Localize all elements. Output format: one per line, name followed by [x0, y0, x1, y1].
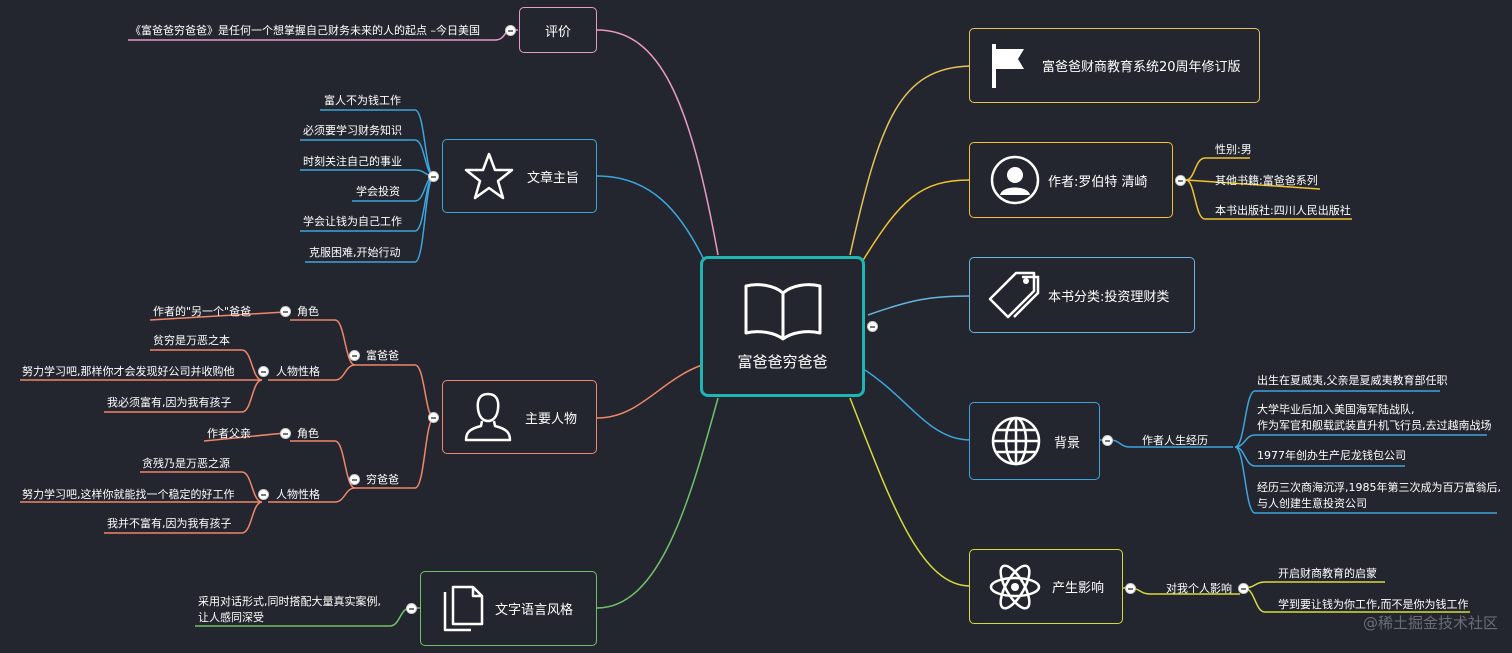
impact-item: 学到要让钱为你工作,而不是你为钱工作 [1278, 598, 1469, 611]
author-other-books: 其他书籍:富爸爸系列 [1215, 174, 1318, 187]
category-label: 本书分类:投资理财类 [1048, 289, 1170, 305]
background-item: 作为军官和舰载武装直升机飞行员,去过越南战场 [1257, 419, 1492, 432]
theme-item: 学会让钱为自己工作 [303, 215, 402, 228]
rich-trait-item: 贫穷是万恶之本 [153, 334, 230, 347]
impact-item: 开启财商教育的启蒙 [1278, 567, 1377, 580]
background-collapse-toggle[interactable] [1102, 435, 1113, 446]
rich-traits-collapse-toggle[interactable] [258, 366, 269, 377]
background-item: 与人创建生意投资公司 [1257, 497, 1367, 510]
theme-label: 文章主旨 [527, 170, 580, 186]
impact-node[interactable]: 产生影响 [969, 549, 1123, 624]
impact-label: 产生影响 [1052, 581, 1105, 596]
watermark: @稀土掘金技术社区 [1362, 614, 1498, 632]
rich-dad-collapse-toggle[interactable] [349, 350, 360, 361]
background-label: 背景 [1054, 435, 1081, 451]
theme-item: 学会投资 [356, 185, 400, 198]
characters-collapse-toggle[interactable] [428, 412, 439, 423]
author-collapse-toggle[interactable] [1175, 175, 1186, 186]
theme-item: 必须要学习财务知识 [303, 124, 402, 137]
review-quote: 《富爸爸穷爸爸》是任何一个想掌握自己财务未来的人的起点 –今日美国 [130, 24, 480, 37]
style-item: 让人感同深受 [198, 611, 264, 624]
copy-pages-icon [443, 585, 484, 631]
central-topic[interactable]: 富爸爸穷爸爸 [700, 256, 865, 397]
review-label: 评价 [544, 24, 571, 40]
style-collapse-toggle[interactable] [406, 603, 417, 614]
author-label: 作者:罗伯特 清崎 [1048, 174, 1148, 190]
background-node[interactable]: 背景 [969, 402, 1100, 480]
edition-node[interactable]: 富爸爸财商教育系统20周年修订版 [969, 28, 1260, 103]
style-label: 文字语言风格 [495, 603, 574, 618]
style-node[interactable]: 文字语言风格 [420, 571, 597, 646]
poor-trait-item: 努力学习吧,这样你就能找一个稳定的好工作 [22, 488, 235, 501]
star-icon [464, 152, 514, 200]
theme-node[interactable]: 文章主旨 [442, 139, 597, 213]
poor-dad-collapse-toggle[interactable] [349, 474, 360, 485]
atom-icon [989, 563, 1041, 610]
rich-traits-label: 人物性格 [276, 365, 320, 378]
category-node[interactable]: 本书分类:投资理财类 [969, 257, 1195, 333]
poor-role-label: 角色 [297, 427, 319, 440]
flag-icon [992, 43, 1024, 88]
background-item: 1977年创办生产尼龙钱包公司 [1257, 449, 1406, 462]
open-book-icon [744, 283, 821, 341]
poor-trait-item: 贪残乃是万恶之源 [142, 457, 230, 470]
characters-node[interactable]: 主要人物 [442, 380, 597, 454]
theme-collapse-toggle[interactable] [428, 171, 439, 182]
center-collapse-toggle[interactable] [867, 321, 878, 332]
globe-icon [991, 416, 1041, 466]
review-collapse-toggle[interactable] [505, 25, 516, 36]
theme-item: 时刻关注自己的事业 [303, 155, 402, 168]
author-node[interactable]: 作者:罗伯特 清崎 [969, 142, 1173, 218]
life-experience-label: 作者人生经历 [1142, 434, 1208, 447]
theme-item: 克服困难,开始行动 [309, 246, 401, 259]
characters-label: 主要人物 [525, 411, 578, 427]
personal-impact-collapse-toggle[interactable] [1238, 583, 1249, 594]
background-item: 经历三次商海沉浮,1985年第三次成为百万富翁后, [1257, 481, 1501, 494]
rich-dad-label: 富爸爸 [366, 349, 399, 362]
author-publisher: 本书出版社:四川人民出版社 [1215, 204, 1351, 217]
background-item: 大学毕业后加入美国海军陆战队, [1257, 403, 1415, 416]
poor-dad-label: 穷爸爸 [366, 473, 399, 486]
theme-item: 富人不为钱工作 [324, 94, 401, 107]
style-item: 采用对话形式,同时搭配大量真实案例, [198, 595, 381, 608]
rich-role-label: 角色 [297, 305, 319, 318]
central-topic-title: 富爸爸穷爸爸 [737, 353, 828, 371]
personal-impact-label: 对我个人影响 [1166, 582, 1232, 595]
user-avatar-icon [990, 155, 1040, 205]
rich-trait-item: 我必须富有,因为我有孩子 [107, 396, 232, 409]
rich-role-value: 作者的"另一个"爸爸 [153, 305, 252, 318]
poor-trait-item: 我并不富有,因为我有孩子 [107, 517, 232, 530]
review-node[interactable]: 评价 [519, 7, 597, 53]
poor-traits-collapse-toggle[interactable] [258, 489, 269, 500]
poor-role-collapse-toggle[interactable] [280, 428, 291, 439]
poor-traits-label: 人物性格 [276, 488, 320, 501]
background-item: 出生在夏威夷,父亲是夏威夷教育部任职 [1257, 374, 1448, 387]
rich-role-collapse-toggle[interactable] [280, 306, 291, 317]
person-icon [464, 392, 512, 442]
tag-icon [988, 271, 1040, 319]
author-gender: 性别:男 [1215, 143, 1252, 156]
impact-collapse-toggle[interactable] [1125, 583, 1136, 594]
rich-trait-item: 努力学习吧,那样你才会发现好公司并收购他 [22, 365, 235, 378]
edition-label: 富爸爸财商教育系统20周年修订版 [1042, 60, 1241, 75]
poor-role-value: 作者父亲 [207, 427, 251, 440]
